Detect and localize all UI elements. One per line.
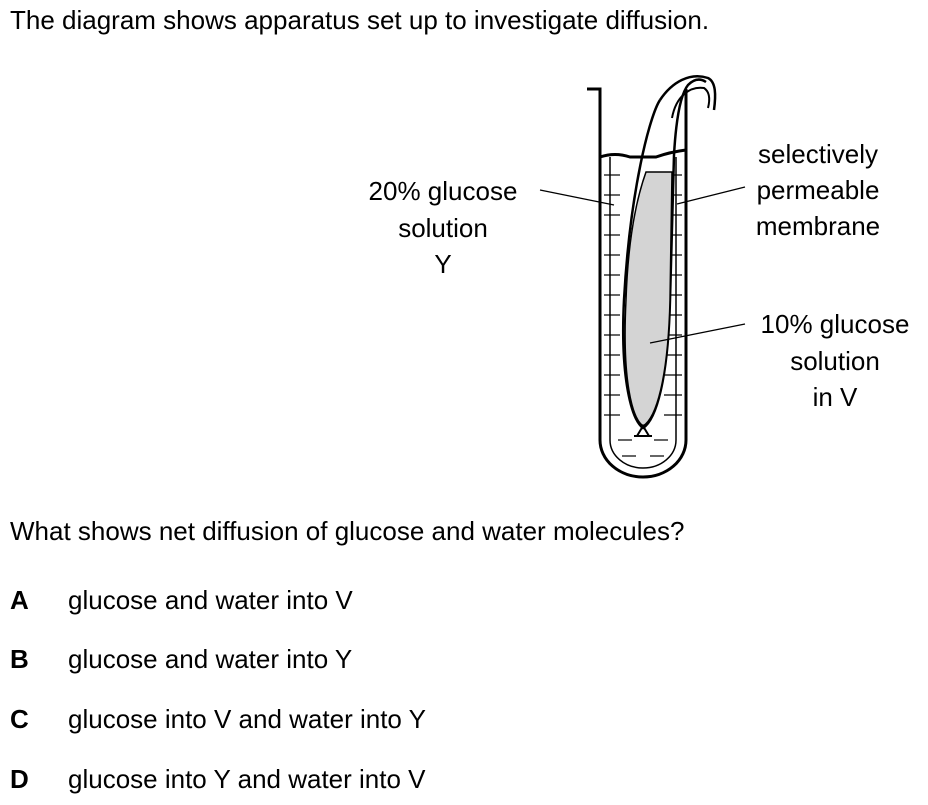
solution-y-dashes	[604, 174, 682, 457]
question-text: What shows net diffusion of glucose and …	[10, 516, 685, 546]
boiling-tube	[587, 87, 688, 479]
solution-v	[624, 171, 673, 427]
option-letter: B	[10, 644, 29, 674]
bag-neck	[671, 86, 711, 119]
leader-y	[539, 189, 615, 206]
bag-knot	[634, 424, 652, 437]
label-membrane-line1: selectively	[758, 139, 878, 169]
option-text: glucose into V and water into Y	[68, 704, 426, 734]
membrane-bag	[622, 78, 707, 430]
label-y-line3: Y	[434, 249, 451, 279]
leader-v	[649, 323, 746, 344]
label-v-line1: 10% glucose	[761, 309, 910, 339]
option-letter: D	[10, 764, 29, 794]
label-v-line2: solution	[790, 346, 880, 376]
label-y-line2: solution	[398, 213, 488, 243]
label-y-line1: 20% glucose	[369, 176, 518, 206]
label-membrane-line3: membrane	[756, 211, 880, 241]
bag-top	[658, 75, 717, 111]
option-letter: A	[10, 585, 29, 615]
option-text: glucose and water into Y	[68, 644, 353, 674]
tube-inner-wall	[609, 157, 677, 469]
option-text: glucose into Y and water into V	[68, 764, 426, 794]
intro-text: The diagram shows apparatus set up to in…	[10, 5, 710, 35]
label-membrane-line2: permeable	[757, 175, 880, 205]
option-text: glucose and water into V	[68, 585, 353, 615]
leader-membrane	[676, 186, 746, 205]
option-letter: C	[10, 704, 29, 734]
label-v-line3: in V	[813, 382, 858, 412]
